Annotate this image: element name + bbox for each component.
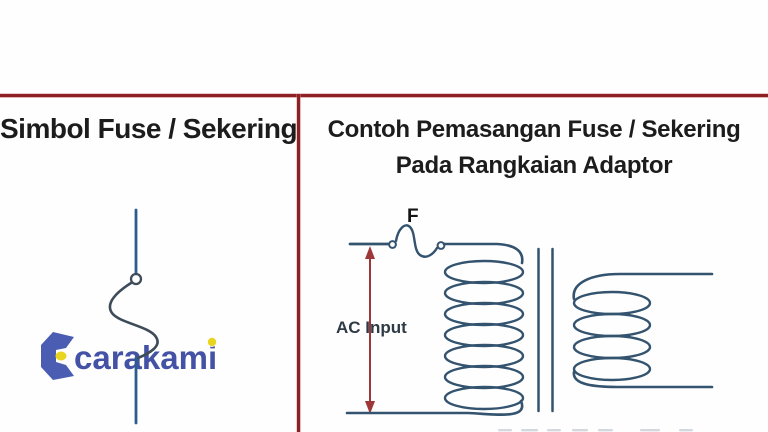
secondary-coil xyxy=(572,290,652,382)
ac-input-label: AC Input xyxy=(336,318,407,337)
coil-turn xyxy=(443,364,525,390)
coil-turn xyxy=(443,343,525,369)
coil-turn xyxy=(443,280,525,306)
carakami-logo-dot-icon xyxy=(55,351,67,361)
secondary-top-lead xyxy=(572,272,714,301)
coil-turn xyxy=(572,312,652,338)
transformer-core xyxy=(537,247,554,413)
right-panel-title: Contoh Pemasangan Fuse / Sekering Pada R… xyxy=(300,112,768,184)
watermark-text: carakami xyxy=(74,339,217,376)
fuse-s-curve xyxy=(108,281,159,360)
clipped-caption-remnant xyxy=(498,429,693,432)
circuit-fuse: F xyxy=(348,206,446,258)
coil-turn xyxy=(443,385,525,411)
watermark-logo: carakami xyxy=(41,332,217,380)
fuse-contact-circle xyxy=(129,272,143,286)
coil-turn xyxy=(572,290,652,316)
right-panel-title-line2: Pada Rangkaian Adaptor xyxy=(395,152,673,179)
carakami-logo-mark-icon xyxy=(41,332,74,380)
vertical-divider xyxy=(297,94,300,432)
coil-turn xyxy=(572,356,652,382)
coil-turn xyxy=(443,322,525,348)
fuse-symbol xyxy=(108,208,159,425)
arrowhead-up-icon xyxy=(365,246,375,259)
fuse-terminal-right xyxy=(436,241,446,250)
primary-coil xyxy=(443,259,525,411)
fuse-squiggle xyxy=(394,224,439,258)
i-dot-yellow-icon xyxy=(207,337,217,347)
fuse-label: F xyxy=(407,206,419,227)
secondary-bottom-lead xyxy=(572,370,714,389)
horizontal-divider xyxy=(0,94,768,97)
arrowhead-down-icon xyxy=(365,401,375,414)
left-panel-title: Simbol Fuse / Sekering xyxy=(0,113,298,144)
primary-bottom-lead xyxy=(345,399,524,416)
fuse-terminal-left xyxy=(388,240,397,249)
primary-top-lead xyxy=(442,242,524,265)
right-panel-title-line1: Contoh Pemasangan Fuse / Sekering xyxy=(327,116,741,143)
adaptor-circuit: F AC Input xyxy=(336,206,714,432)
ac-input-arrow: AC Input xyxy=(336,246,407,414)
coil-turn xyxy=(443,259,525,285)
coil-turn xyxy=(443,301,525,327)
coil-turn xyxy=(572,334,652,360)
